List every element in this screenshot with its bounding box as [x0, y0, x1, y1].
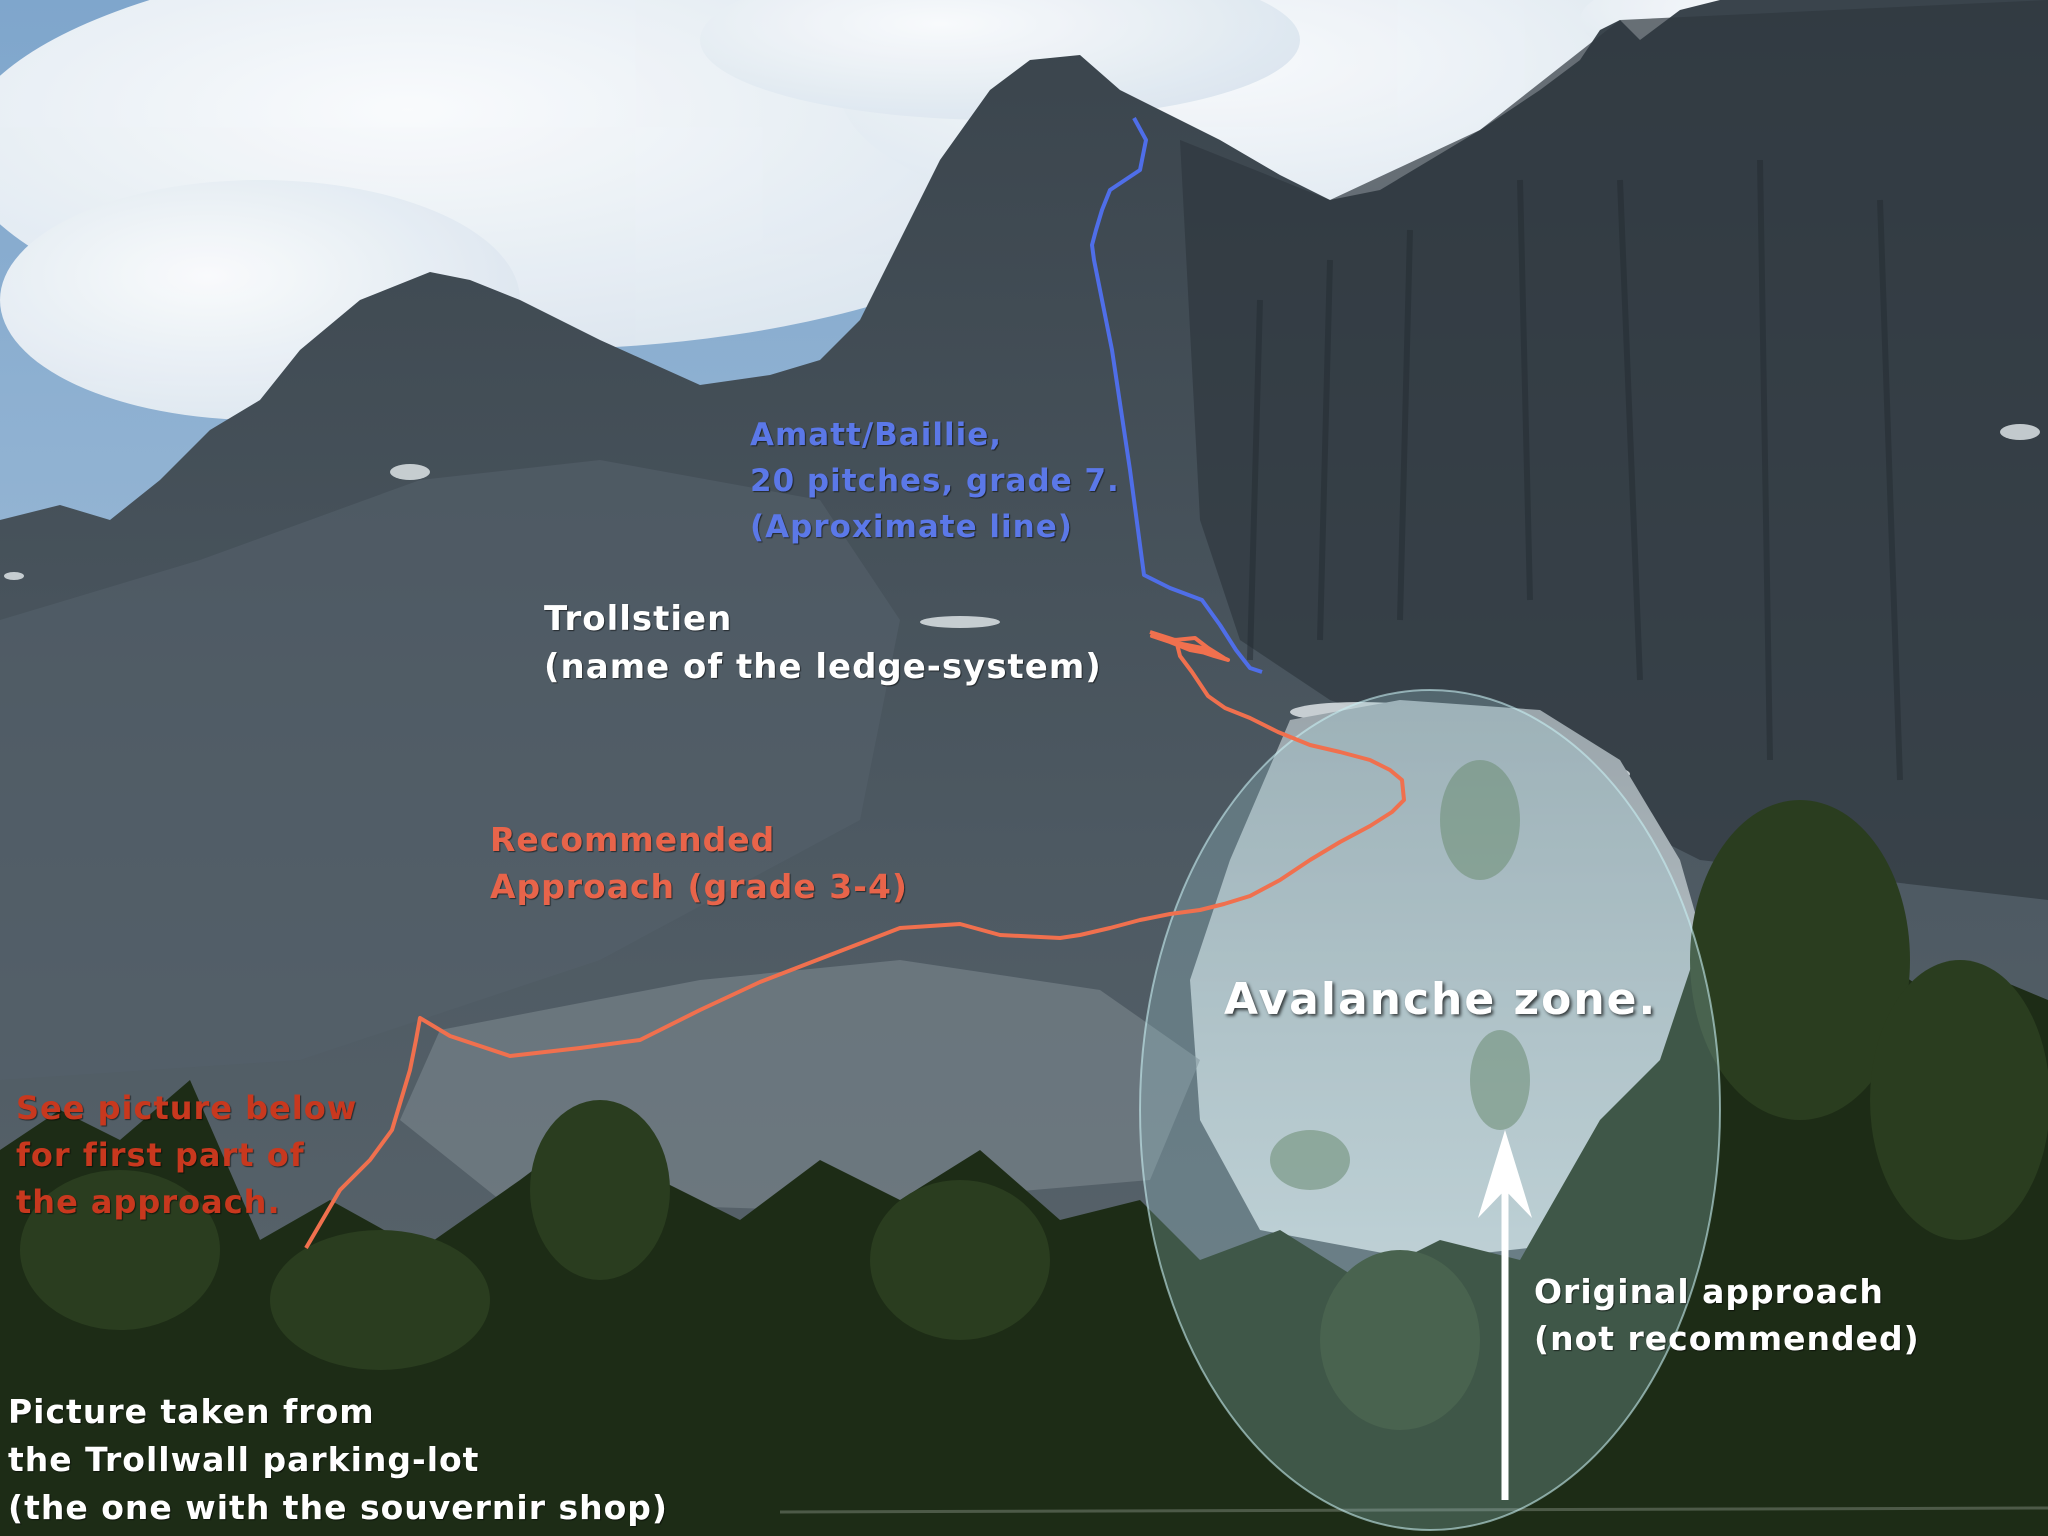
see-below-annotation-line: the approach.	[16, 1183, 281, 1221]
approach-line	[304, 630, 1406, 1250]
ledge-annotation-line: (name of the ledge-system)	[544, 647, 1102, 687]
see-below-annotation-line: See picture below	[16, 1089, 358, 1127]
rock-streaks	[1247, 159, 1903, 781]
see-below-annotation-line: for first part of	[16, 1136, 305, 1174]
route-line	[1090, 117, 1263, 674]
original-approach-annotation-line: (not recommended)	[1534, 1319, 1920, 1358]
photo-location-caption-line: the Trollwall parking-lot	[8, 1440, 480, 1479]
photo-location-caption: Picture taken from the Trollwall parking…	[8, 1388, 668, 1532]
approach-annotation-line: Recommended	[490, 820, 776, 859]
route-annotation: Amatt/Baillie, 20 pitches, grade 7. (Apr…	[750, 412, 1120, 550]
original-approach-arrow	[1478, 1130, 1532, 1500]
ledge-annotation-line: Trollstien	[544, 599, 733, 639]
forest	[0, 820, 2048, 1536]
avalanche-zone-text: Avalanche zone.	[1224, 974, 1658, 1025]
shadowed-face	[1180, 0, 2048, 900]
tree-crowns	[20, 800, 2048, 1430]
avalanche-slab	[1190, 700, 1720, 1260]
left-buttress	[0, 460, 900, 1080]
route-annotation-line: Amatt/Baillie,	[750, 417, 1003, 453]
avalanche-zone	[1139, 689, 1721, 1531]
ledge-annotation: Trollstien (name of the ledge-system)	[544, 595, 1102, 691]
original-approach-annotation: Original approach (not recommended)	[1534, 1268, 1920, 1362]
route-annotation-line: (Aproximate line)	[750, 509, 1073, 545]
approach-annotation: Recommended Approach (grade 3-4)	[490, 816, 908, 910]
avalanche-zone-label: Avalanche zone.	[1224, 972, 1657, 1028]
approach-annotation-line: Approach (grade 3-4)	[490, 867, 908, 906]
see-below-annotation: See picture below for first part of the …	[16, 1085, 357, 1226]
photo-location-caption-line: Picture taken from	[8, 1392, 375, 1431]
fence	[779, 1506, 2048, 1514]
original-approach-annotation-line: Original approach	[1534, 1272, 1884, 1311]
photo-location-caption-line: (the one with the souvernir shop)	[8, 1488, 668, 1527]
route-annotation-line: 20 pitches, grade 7.	[750, 463, 1120, 499]
slab-moss	[1270, 760, 1530, 1190]
